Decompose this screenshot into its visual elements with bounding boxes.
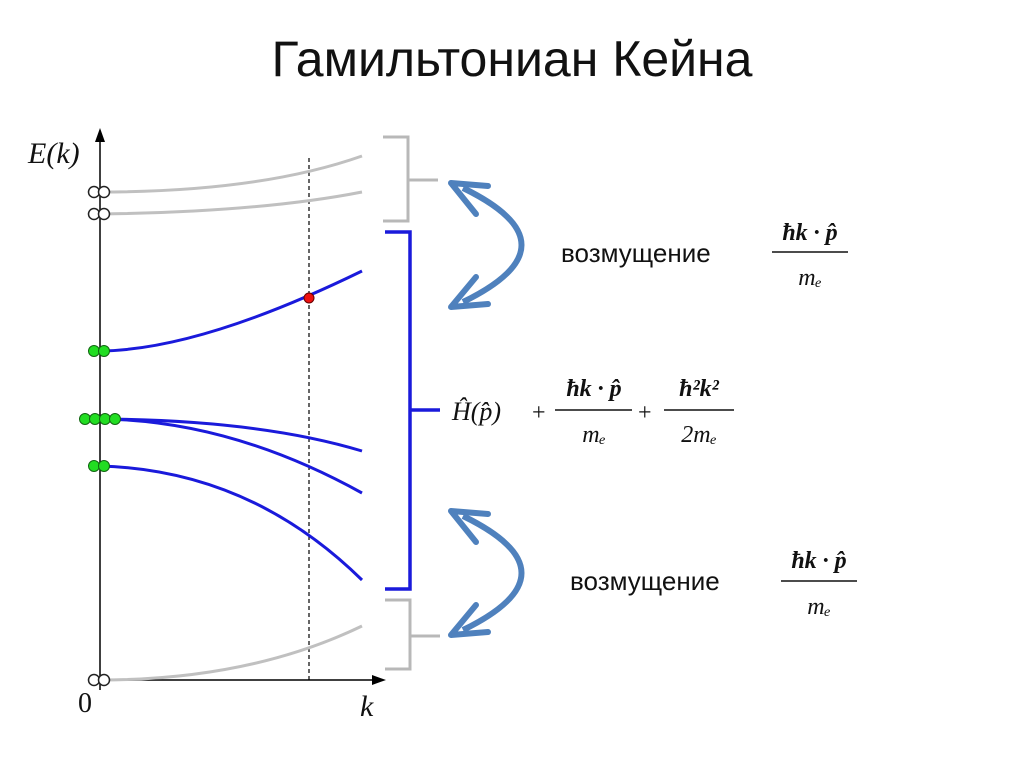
remote-states-upper-2: [87, 207, 111, 221]
remote-band-upper-2: [99, 190, 363, 216]
conduction-states: [88, 345, 110, 357]
split-off-states: [88, 460, 110, 472]
y-axis-label: E(k): [27, 137, 80, 170]
valence-states: [79, 413, 121, 425]
top-fraction-numerator: ħk · p̂: [782, 220, 837, 246]
remote-states-upper-1: [87, 185, 111, 199]
conduction-band: [99, 269, 363, 353]
light-hole-band: [99, 417, 363, 495]
plus-sign-1: +: [532, 400, 546, 426]
heavy-hole-band: [99, 417, 363, 453]
plus-sign-2: +: [638, 400, 652, 426]
slide-title: Гамильтониан Кейна: [271, 31, 753, 87]
arrowhead-top-upper-icon: [448, 180, 491, 217]
top-perturbation-label: возмущение: [561, 238, 711, 268]
kinetic-term-denominator: 2mₑ: [681, 422, 717, 448]
remote-band-lower: [99, 624, 363, 682]
arrowhead-top-lower-icon: [448, 274, 491, 310]
x-axis-arrow-icon: [372, 675, 386, 685]
top-fraction-denominator: mₑ: [798, 265, 822, 291]
kp-term-denominator: mₑ: [582, 422, 606, 448]
k-marker-point: [303, 292, 315, 304]
kane-brace: [385, 230, 440, 591]
perturbation-arrow-top: [461, 185, 525, 305]
remote-states-lower: [87, 673, 111, 687]
bottom-fraction-numerator: ħk · p̂: [791, 548, 846, 574]
bottom-fraction-denominator: mₑ: [807, 594, 831, 620]
hamiltonian-term: Ĥ(p̂): [451, 397, 501, 426]
perturbation-arrow-bottom: [461, 513, 525, 633]
x-axis-label: k: [360, 690, 374, 723]
arrowhead-bottom-lower-icon: [448, 602, 491, 638]
arrowhead-bottom-upper-icon: [448, 508, 491, 545]
remote-brace-top: [383, 135, 438, 223]
remote-brace-bottom: [385, 598, 440, 671]
kinetic-term-numerator: ħ²k²: [679, 376, 720, 402]
origin-label: 0: [78, 688, 92, 719]
y-axis-arrow-icon: [95, 128, 105, 142]
kp-term-numerator: ħk · p̂: [566, 376, 621, 402]
bottom-perturbation-label: возмущение: [570, 566, 720, 596]
remote-band-upper-1: [99, 154, 363, 194]
split-off-band: [99, 464, 364, 582]
